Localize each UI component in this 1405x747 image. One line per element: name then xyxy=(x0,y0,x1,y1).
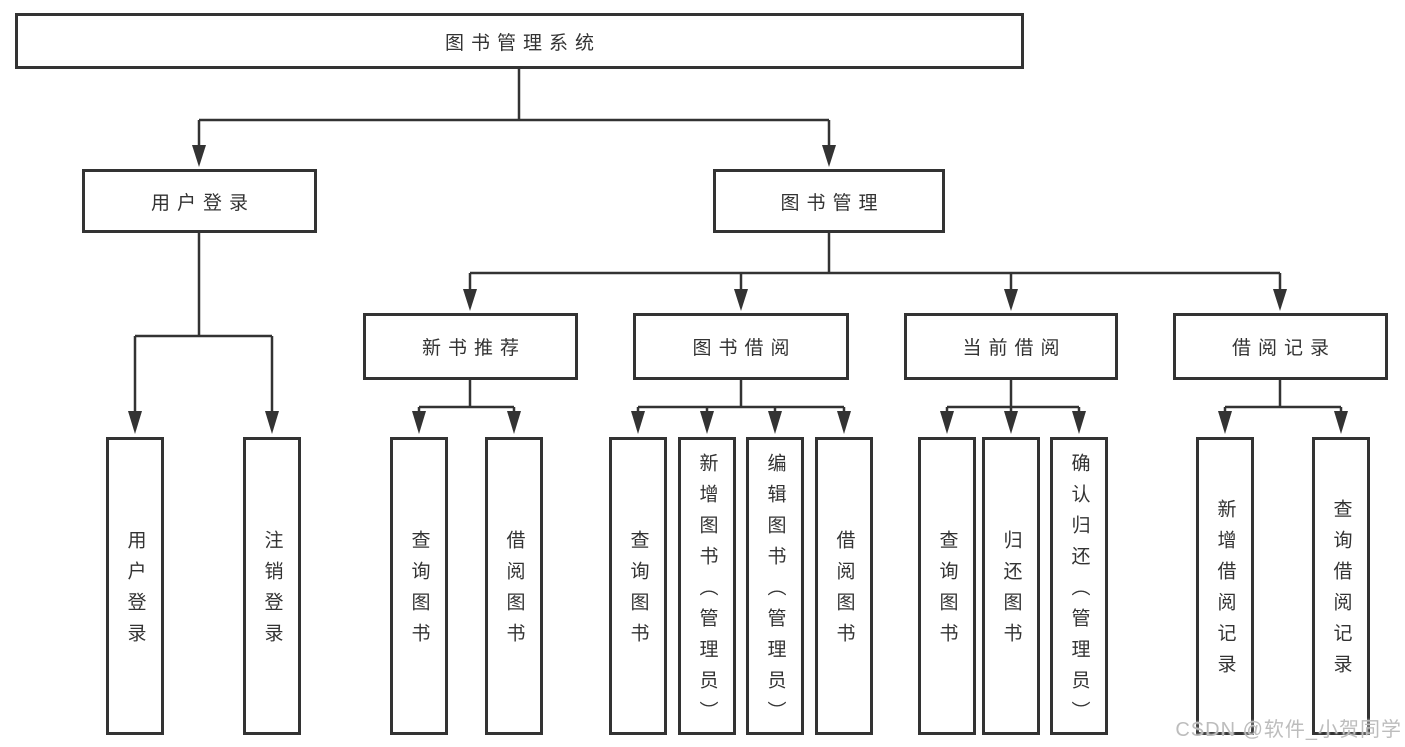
node-current-borrow: 当前借阅 xyxy=(904,313,1118,380)
leaf-logout: 注销登录 xyxy=(243,437,301,735)
node-label: 图书管理系统 xyxy=(444,32,601,54)
leaf-confirm-return-admin: 确认归还（管理员） xyxy=(1050,437,1108,735)
tree-edges xyxy=(133,69,1343,413)
leaf-borrow-book-1: 借阅图书 xyxy=(485,437,543,735)
node-label: 新增借阅记录 xyxy=(1214,499,1236,685)
node-user-login: 用户登录 xyxy=(82,169,317,233)
node-label: 借阅图书 xyxy=(833,530,855,654)
leaf-add-book-admin: 新增图书（管理员） xyxy=(678,437,736,735)
leaf-query-book-3: 查询图书 xyxy=(918,437,976,735)
leaf-query-book-2: 查询图书 xyxy=(609,437,667,735)
node-root-system: 图书管理系统 xyxy=(15,13,1024,69)
node-label: 编辑图书（管理员） xyxy=(764,452,786,732)
node-book-borrow: 图书借阅 xyxy=(633,313,849,380)
node-label: 查询借阅记录 xyxy=(1330,499,1352,685)
node-label: 查询图书 xyxy=(408,530,430,654)
node-label: 新增图书（管理员） xyxy=(696,452,718,732)
node-new-book-recommend: 新书推荐 xyxy=(363,313,578,380)
node-label: 查询图书 xyxy=(627,530,649,654)
node-label: 图书管理 xyxy=(780,192,885,214)
node-book-management: 图书管理 xyxy=(713,169,945,233)
node-label: 借阅图书 xyxy=(503,530,525,654)
node-label: 归还图书 xyxy=(1000,530,1022,654)
node-label: 图书借阅 xyxy=(692,338,797,359)
leaf-borrow-book-2: 借阅图书 xyxy=(815,437,873,735)
node-label: 借阅记录 xyxy=(1231,338,1336,359)
leaf-query-borrow-record: 查询借阅记录 xyxy=(1312,437,1370,735)
node-label: 用户登录 xyxy=(150,192,255,214)
node-label: 新书推荐 xyxy=(421,338,526,359)
leaf-return-book: 归还图书 xyxy=(982,437,1040,735)
node-label: 确认归还（管理员） xyxy=(1068,452,1090,732)
node-label: 注销登录 xyxy=(261,530,283,654)
csdn-watermark: CSDN @软件_小贺同学 xyxy=(1175,719,1402,741)
node-label: 查询图书 xyxy=(936,530,958,654)
leaf-add-borrow-record: 新增借阅记录 xyxy=(1196,437,1254,735)
arrowhead-icons xyxy=(128,145,1348,434)
node-label: 当前借阅 xyxy=(962,338,1067,359)
node-borrow-record: 借阅记录 xyxy=(1173,313,1388,380)
leaf-edit-book-admin: 编辑图书（管理员） xyxy=(746,437,804,735)
leaf-query-book-1: 查询图书 xyxy=(390,437,448,735)
node-label: 用户登录 xyxy=(124,530,146,654)
leaf-user-login: 用户登录 xyxy=(106,437,164,735)
